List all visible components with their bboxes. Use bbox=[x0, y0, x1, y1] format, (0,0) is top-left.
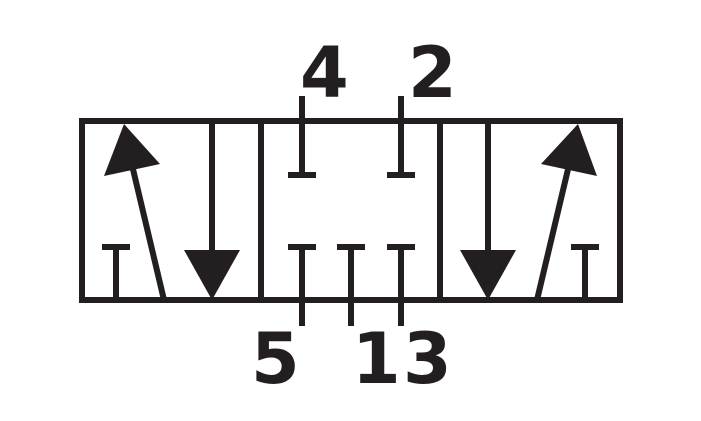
blocked-port-4 bbox=[288, 121, 316, 178]
port-label-2: 2 bbox=[408, 32, 457, 114]
right-blocked-exhaust bbox=[571, 244, 599, 300]
external-port-lines bbox=[299, 96, 404, 326]
port-label-3: 3 bbox=[403, 318, 452, 400]
blocked-port-2 bbox=[387, 121, 415, 178]
port-label-1: 1 bbox=[352, 318, 401, 400]
left-blocked-exhaust bbox=[102, 244, 130, 300]
blocked-port-5 bbox=[288, 244, 316, 300]
left-diagonal-arrow-shaft bbox=[129, 164, 167, 301]
right-diagonal-arrow-shaft bbox=[534, 164, 572, 301]
blocked-port-1 bbox=[337, 244, 365, 300]
envelope-left bbox=[79, 118, 264, 303]
right-diagonal-arrowhead bbox=[541, 124, 597, 176]
left-diagonal-arrowhead bbox=[104, 124, 160, 176]
right-down-arrowhead bbox=[460, 250, 516, 300]
port-label-5: 5 bbox=[251, 318, 300, 400]
envelope-right bbox=[437, 118, 623, 303]
center-blocked-ports bbox=[288, 121, 415, 300]
right-envelope-flow bbox=[460, 121, 599, 301]
left-down-arrowhead bbox=[184, 250, 240, 300]
blocked-port-3 bbox=[387, 244, 415, 300]
left-envelope-flow bbox=[102, 121, 240, 301]
port-label-4: 4 bbox=[300, 32, 349, 114]
